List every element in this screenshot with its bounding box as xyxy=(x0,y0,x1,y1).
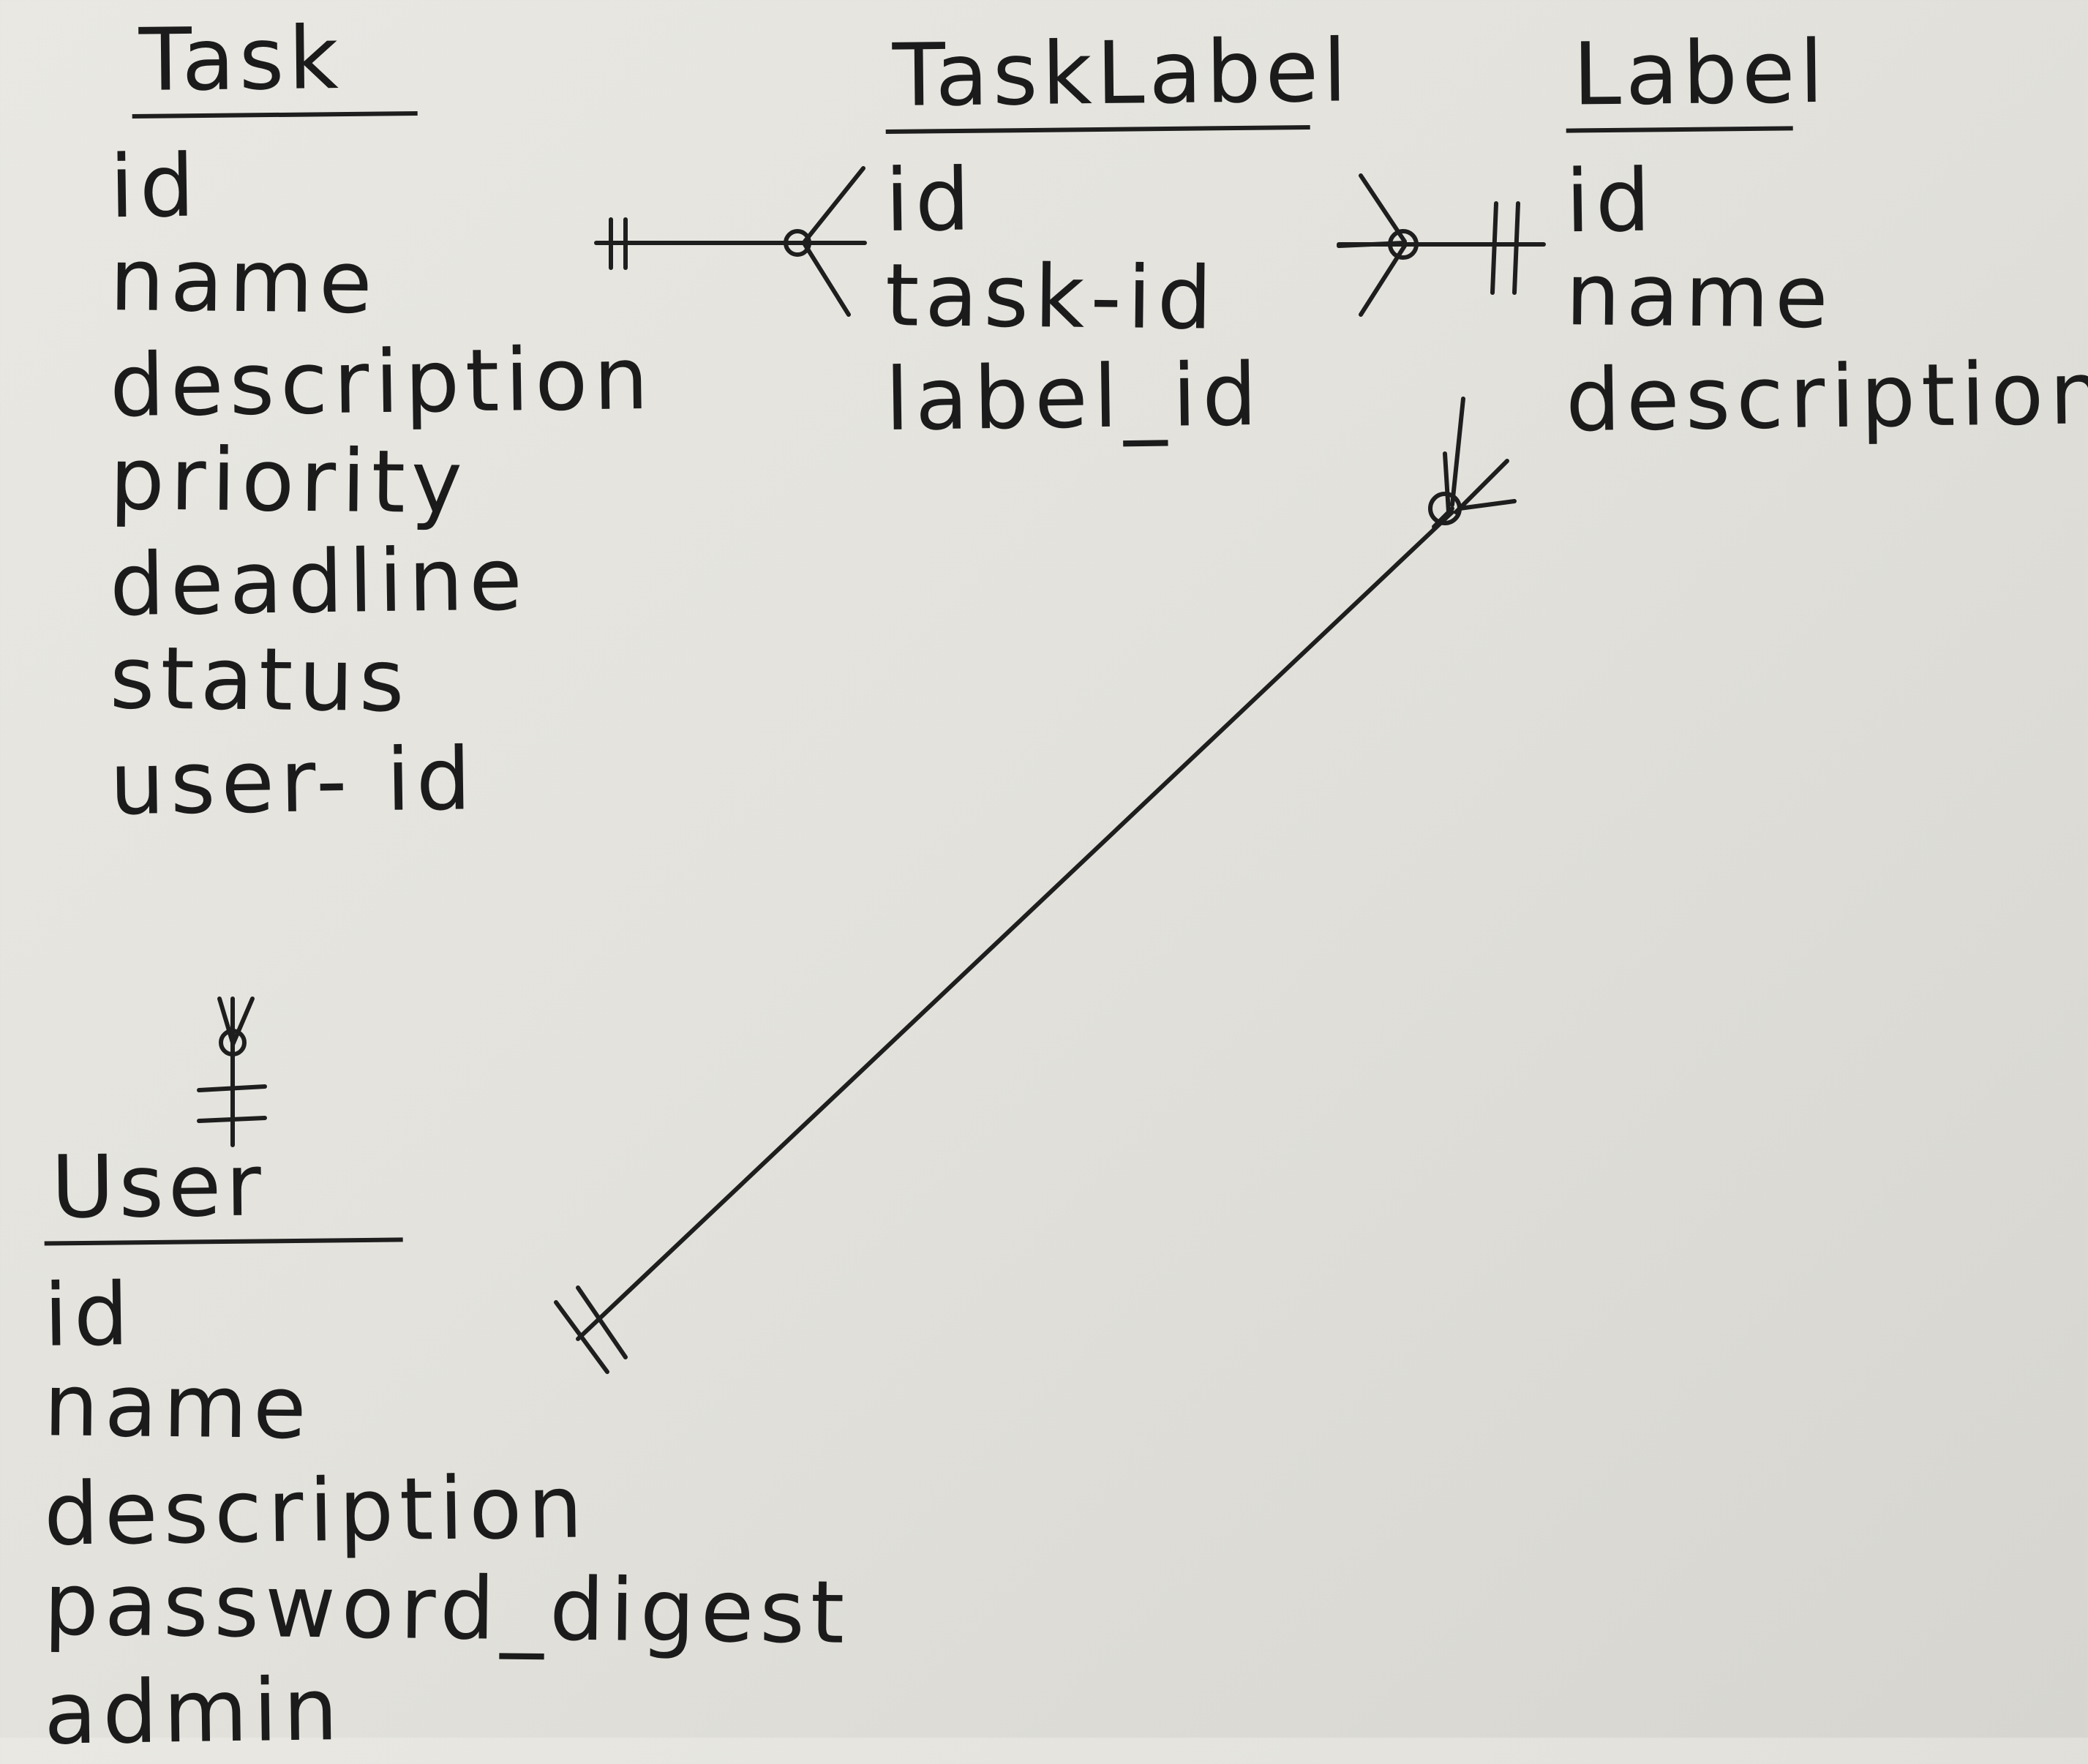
label-crowfoot-down xyxy=(1432,397,1517,529)
tasklabel-field-id: id xyxy=(885,149,977,252)
user-label-relationship xyxy=(554,397,1517,1374)
user-label-line xyxy=(576,510,1454,1341)
label-field-description: description xyxy=(1565,342,2088,451)
user-one-mark-2 xyxy=(197,1116,267,1123)
task-entity: Task id name description priority deadli… xyxy=(109,7,656,835)
label-field-name: name xyxy=(1565,244,1835,348)
user-one-mark-1 xyxy=(197,1084,267,1092)
user-entity: User id name description password_digest… xyxy=(43,1134,851,1764)
task-field-list: id name description priority deadline st… xyxy=(109,133,656,835)
task-field-user-id: user- id xyxy=(109,728,478,835)
task-field-id: id xyxy=(109,135,201,238)
task-field-description: description xyxy=(109,327,656,437)
label-field-list: id name description xyxy=(1565,148,2088,451)
label-entity: Label id name description xyxy=(1565,21,2088,451)
task-entity-title: Task xyxy=(131,7,418,119)
user-entity-title: User xyxy=(43,1134,403,1246)
tasklabel-field-task-id: task-id xyxy=(885,244,1219,349)
task-field-status: status xyxy=(109,627,411,732)
task-field-priority: priority xyxy=(109,428,469,533)
label-tasklabel-relationship xyxy=(1337,173,1546,317)
task-field-name: name xyxy=(109,229,379,333)
task-field-deadline: deadline xyxy=(109,528,529,636)
user-field-list: id name description password_digest admi… xyxy=(43,1260,851,1764)
task-crowfoot-down xyxy=(217,997,255,1048)
user-field-name: name xyxy=(43,1354,313,1459)
tasklabel-field-label-id: label_id xyxy=(885,343,1264,451)
user-field-description: description xyxy=(43,1456,590,1565)
label-one-mark-1 xyxy=(1490,201,1498,295)
task-tasklabel-relationship xyxy=(594,166,867,317)
user-one-mark-3 xyxy=(554,1300,609,1374)
tasklabel-field-list: id task-id label_id xyxy=(885,148,1310,451)
tasklabel-crowfoot xyxy=(803,166,867,317)
user-one-mark-4 xyxy=(576,1286,628,1359)
tasklabel-entity: TaskLabel id task-id label_id xyxy=(885,20,1352,451)
user-field-password-digest: password_digest xyxy=(43,1553,851,1663)
user-field-admin: admin xyxy=(43,1658,345,1764)
label-field-id: id xyxy=(1565,149,1657,252)
tasklabel-entity-title: TaskLabel xyxy=(885,20,1352,135)
user-field-id: id xyxy=(43,1263,135,1366)
user-task-relationship xyxy=(197,997,267,1147)
label-entity-title: Label xyxy=(1565,21,1828,133)
label-one-mark-2 xyxy=(1512,201,1520,295)
